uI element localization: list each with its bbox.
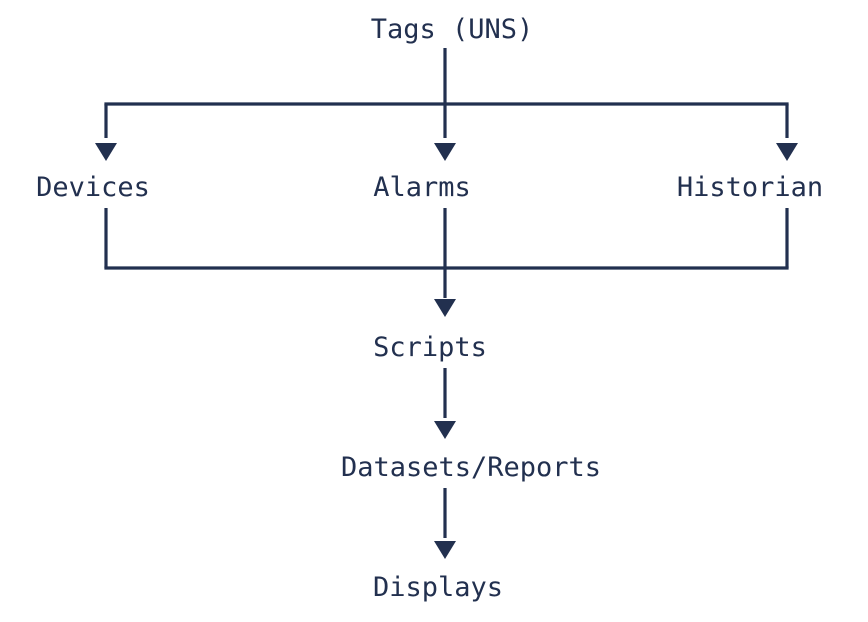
node-datasets: Datasets/Reports xyxy=(340,452,602,483)
node-tags: Tags (UNS) xyxy=(370,14,534,45)
arrowhead-displays xyxy=(434,541,456,559)
arrowhead-alarms xyxy=(434,143,456,161)
arrowhead-scripts xyxy=(434,299,456,317)
node-alarms: Alarms xyxy=(373,172,471,203)
node-displays: Displays xyxy=(372,572,504,603)
node-scripts: Scripts xyxy=(373,332,487,363)
arrowhead-datasets xyxy=(434,421,456,439)
node-historian: Historian xyxy=(676,172,824,203)
node-devices: Devices xyxy=(36,172,150,203)
arrowhead-devices xyxy=(95,143,117,161)
arrowhead-historian xyxy=(776,143,798,161)
